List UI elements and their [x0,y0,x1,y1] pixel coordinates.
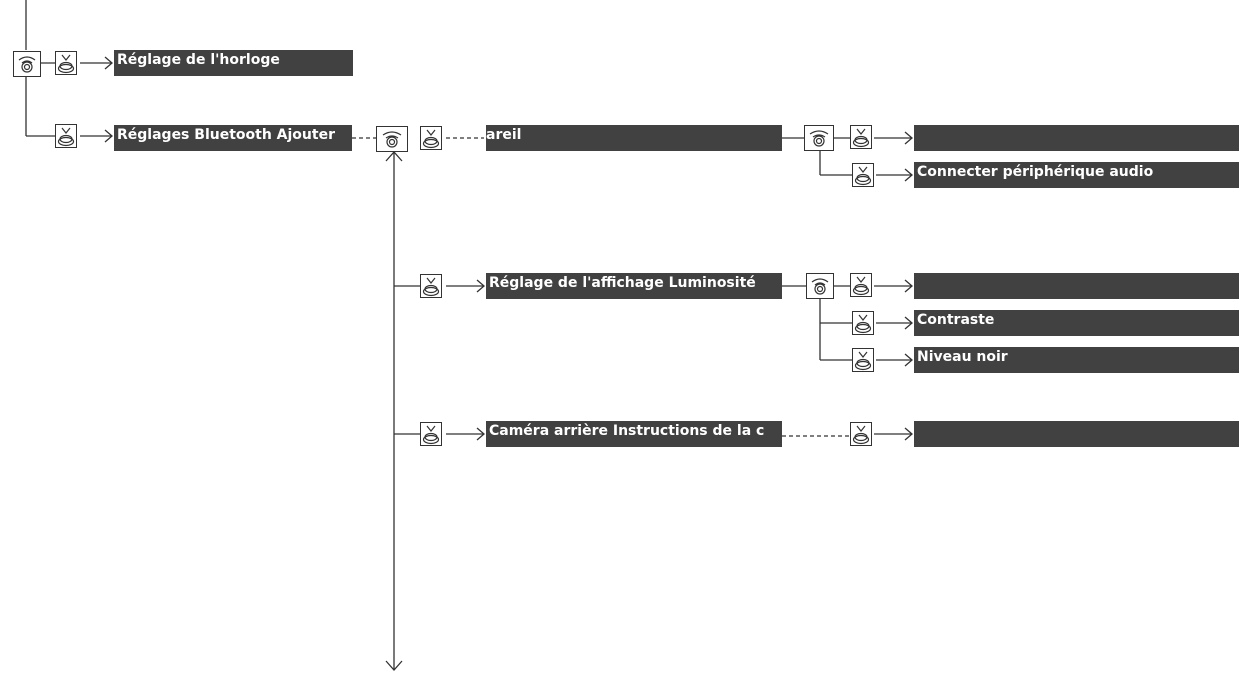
rotate-knob-icon [13,51,41,77]
press-knob-icon [852,311,874,335]
menu-item-bluetooth-add-device: areil [486,125,782,151]
press-knob-icon [850,422,872,446]
menu-item-connect-audio-device: Connecter périphérique audio [914,162,1239,188]
menu-item-black-level: Niveau noir [914,347,1239,373]
menu-item-display-option-1 [914,273,1239,299]
press-knob-icon [850,125,872,149]
press-knob-icon [420,274,442,298]
menu-item-camera-option-1 [914,421,1239,447]
menu-item-clock-setting: Réglage de l'horloge [114,50,353,76]
menu-item-contrast: Contraste [914,310,1239,336]
rotate-knob-icon [804,125,834,151]
menu-item-display-brightness: Réglage de l'affichage Luminosité [486,273,782,299]
press-knob-icon [852,348,874,372]
press-knob-icon [852,163,874,187]
rotate-knob-icon [806,273,834,299]
press-knob-icon [55,124,77,148]
press-knob-icon [420,422,442,446]
menu-item-bluetooth-option-1 [914,125,1239,151]
press-knob-icon [850,273,872,297]
rotate-knob-icon [376,126,408,152]
menu-item-rear-camera-guidelines: Caméra arrière Instructions de la c [486,421,782,447]
press-knob-icon [55,51,77,75]
menu-item-bluetooth-settings: Réglages Bluetooth Ajouter [114,125,352,151]
press-knob-icon [420,126,442,150]
